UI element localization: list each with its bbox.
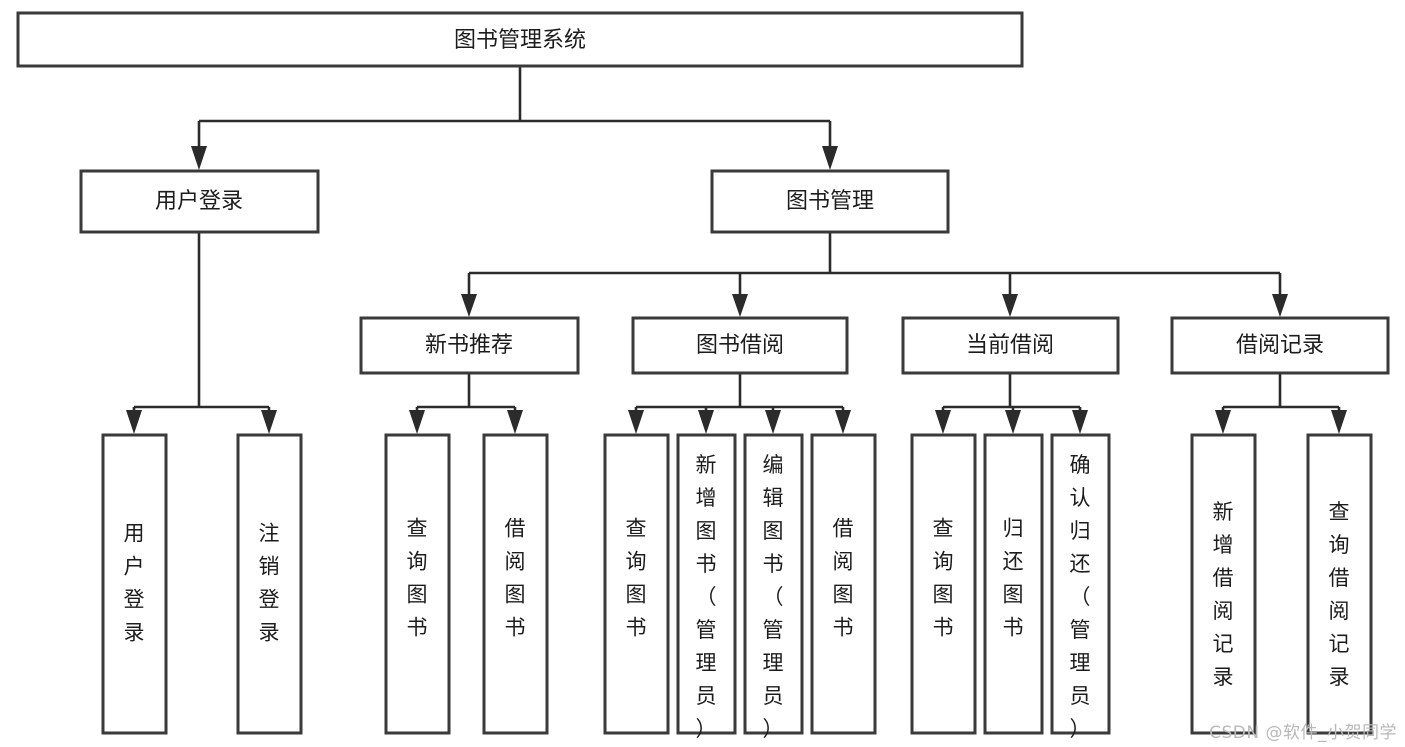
node-leaf-add-book-admin-box — [676, 433, 737, 735]
csdn-watermark: CSDN @软件_小贺同学 — [1209, 723, 1397, 743]
node-user-login-box — [79, 169, 320, 234]
node-leaf-borrow-book-bb-box — [810, 433, 877, 735]
node-new-book-recommend-label: 新书推荐 — [425, 333, 513, 358]
node-book-management-label: 图书管理 — [786, 189, 874, 214]
node-leaf-return-book-box — [983, 433, 1044, 735]
node-leaf-query-borrow-record-box — [1306, 433, 1373, 735]
node-leaf-query-book-bb-label: 查询图书 — [626, 517, 647, 640]
connector-group-root-to-level2 — [191, 66, 838, 170]
node-borrow-record[interactable]: 借阅记录 — [1170, 316, 1390, 375]
node-current-borrow-label: 当前借阅 — [966, 333, 1054, 358]
arrow-head-bb-add — [698, 410, 714, 434]
arrow-head-br-add — [1215, 410, 1231, 434]
node-book-borrow-box — [631, 316, 849, 375]
node-leaf-edit-book-admin-box — [743, 433, 804, 735]
node-leaf-query-book-cb-label: 查询图书 — [933, 517, 954, 640]
arrow-head-user-login — [191, 146, 207, 170]
node-leaf-logout-box — [236, 433, 303, 735]
node-leaf-add-borrow-record-box — [1190, 433, 1257, 735]
node-user-login[interactable]: 用户登录 — [79, 169, 320, 234]
node-leaf-return-book[interactable]: 归还图书 — [983, 433, 1044, 735]
arrow-head-new-book-rec — [461, 294, 477, 317]
node-leaf-add-book-admin-label: 新增图书（管理员） — [696, 453, 717, 741]
node-leaf-borrow-book-rec[interactable]: 借阅图书 — [482, 433, 549, 735]
node-new-book-recommend[interactable]: 新书推荐 — [359, 316, 580, 375]
arrow-head-br-query — [1331, 410, 1347, 434]
node-leaf-query-book-cb-box — [910, 433, 977, 735]
node-leaf-query-book-rec-box — [384, 433, 451, 735]
node-leaf-query-book-rec[interactable]: 查询图书 — [384, 433, 451, 735]
node-current-borrow[interactable]: 当前借阅 — [901, 316, 1120, 375]
node-leaf-logout[interactable]: 注销登录 — [236, 433, 303, 735]
node-borrow-record-label: 借阅记录 — [1236, 333, 1324, 358]
node-leaf-user-login[interactable]: 用户登录 — [101, 433, 168, 735]
node-book-management[interactable]: 图书管理 — [710, 169, 950, 234]
connector-group-userlogin-to-leaves — [126, 232, 277, 434]
node-leaf-borrow-book-rec-box — [482, 433, 549, 735]
arrow-head-newbook-query — [409, 410, 425, 434]
node-leaf-edit-book-admin[interactable]: 编辑图书（管理员） — [743, 433, 804, 741]
node-leaf-user-login-box — [101, 433, 168, 735]
node-leaf-borrow-book-bb-label: 借阅图书 — [833, 517, 854, 640]
arrow-head-book-borrow — [732, 294, 748, 317]
node-new-book-recommend-box — [359, 316, 580, 375]
arrow-head-leaf-logout — [261, 410, 277, 434]
arrow-head-current-borrow — [1002, 294, 1018, 317]
node-leaf-query-borrow-record[interactable]: 查询借阅记录 — [1306, 433, 1373, 735]
node-leaf-confirm-return-admin-box — [1050, 433, 1111, 735]
node-leaf-query-book-bb[interactable]: 查询图书 — [603, 433, 670, 735]
connector-group-currentborrow-to-leaves — [935, 373, 1088, 434]
node-leaf-confirm-return-admin-label: 确认归还（管理员） — [1070, 453, 1091, 741]
node-leaf-confirm-return-admin[interactable]: 确认归还（管理员） — [1050, 433, 1111, 741]
node-root-system-box — [16, 11, 1024, 68]
arrow-head-bb-borrow — [835, 410, 851, 434]
arrow-head-bb-query — [628, 410, 644, 434]
arrow-head-book-mgmt — [822, 146, 838, 170]
arrow-head-bb-edit — [765, 410, 781, 434]
node-leaf-borrow-book-bb[interactable]: 借阅图书 — [810, 433, 877, 735]
node-leaf-borrow-book-rec-label: 借阅图书 — [505, 517, 526, 640]
node-leaf-edit-book-admin-label: 编辑图书（管理员） — [763, 453, 784, 741]
node-leaf-add-book-admin[interactable]: 新增图书（管理员） — [676, 433, 737, 741]
node-book-borrow[interactable]: 图书借阅 — [631, 316, 849, 375]
arrow-head-cb-return — [1005, 410, 1021, 434]
arrow-head-cb-query — [935, 410, 951, 434]
node-leaf-query-book-cb[interactable]: 查询图书 — [910, 433, 977, 735]
connector-group-bookmgmt-to-level3 — [461, 232, 1288, 317]
node-leaf-add-borrow-record[interactable]: 新增借阅记录 — [1190, 433, 1257, 735]
connector-group-bookborrow-to-leaves — [628, 373, 851, 434]
node-book-management-box — [710, 169, 950, 234]
node-book-borrow-label: 图书借阅 — [696, 333, 784, 358]
node-user-login-label: 用户登录 — [155, 189, 243, 214]
arrow-head-newbook-borrow — [507, 410, 523, 434]
node-root-system[interactable]: 图书管理系统 — [16, 11, 1024, 68]
node-leaf-query-borrow-record-label: 查询借阅记录 — [1329, 500, 1350, 689]
connector-group-borrowrecord-to-leaves — [1215, 373, 1347, 434]
arrow-head-leaf-user-login — [126, 410, 142, 434]
node-leaf-return-book-label: 归还图书 — [1003, 517, 1024, 640]
arrow-head-borrow-record — [1272, 294, 1288, 317]
node-root-system-label: 图书管理系统 — [454, 28, 586, 53]
node-borrow-record-box — [1170, 316, 1390, 375]
node-leaf-logout-label: 注销登录 — [259, 522, 280, 645]
node-leaf-add-borrow-record-label: 新增借阅记录 — [1213, 500, 1234, 689]
node-leaf-query-book-rec-label: 查询图书 — [407, 517, 428, 640]
node-current-borrow-box — [901, 316, 1120, 375]
node-leaf-query-book-bb-box — [603, 433, 670, 735]
arrow-head-cb-confirm — [1072, 410, 1088, 434]
node-leaf-user-login-label: 用户登录 — [124, 522, 145, 645]
connector-group-newbook-to-leaves — [409, 373, 523, 434]
